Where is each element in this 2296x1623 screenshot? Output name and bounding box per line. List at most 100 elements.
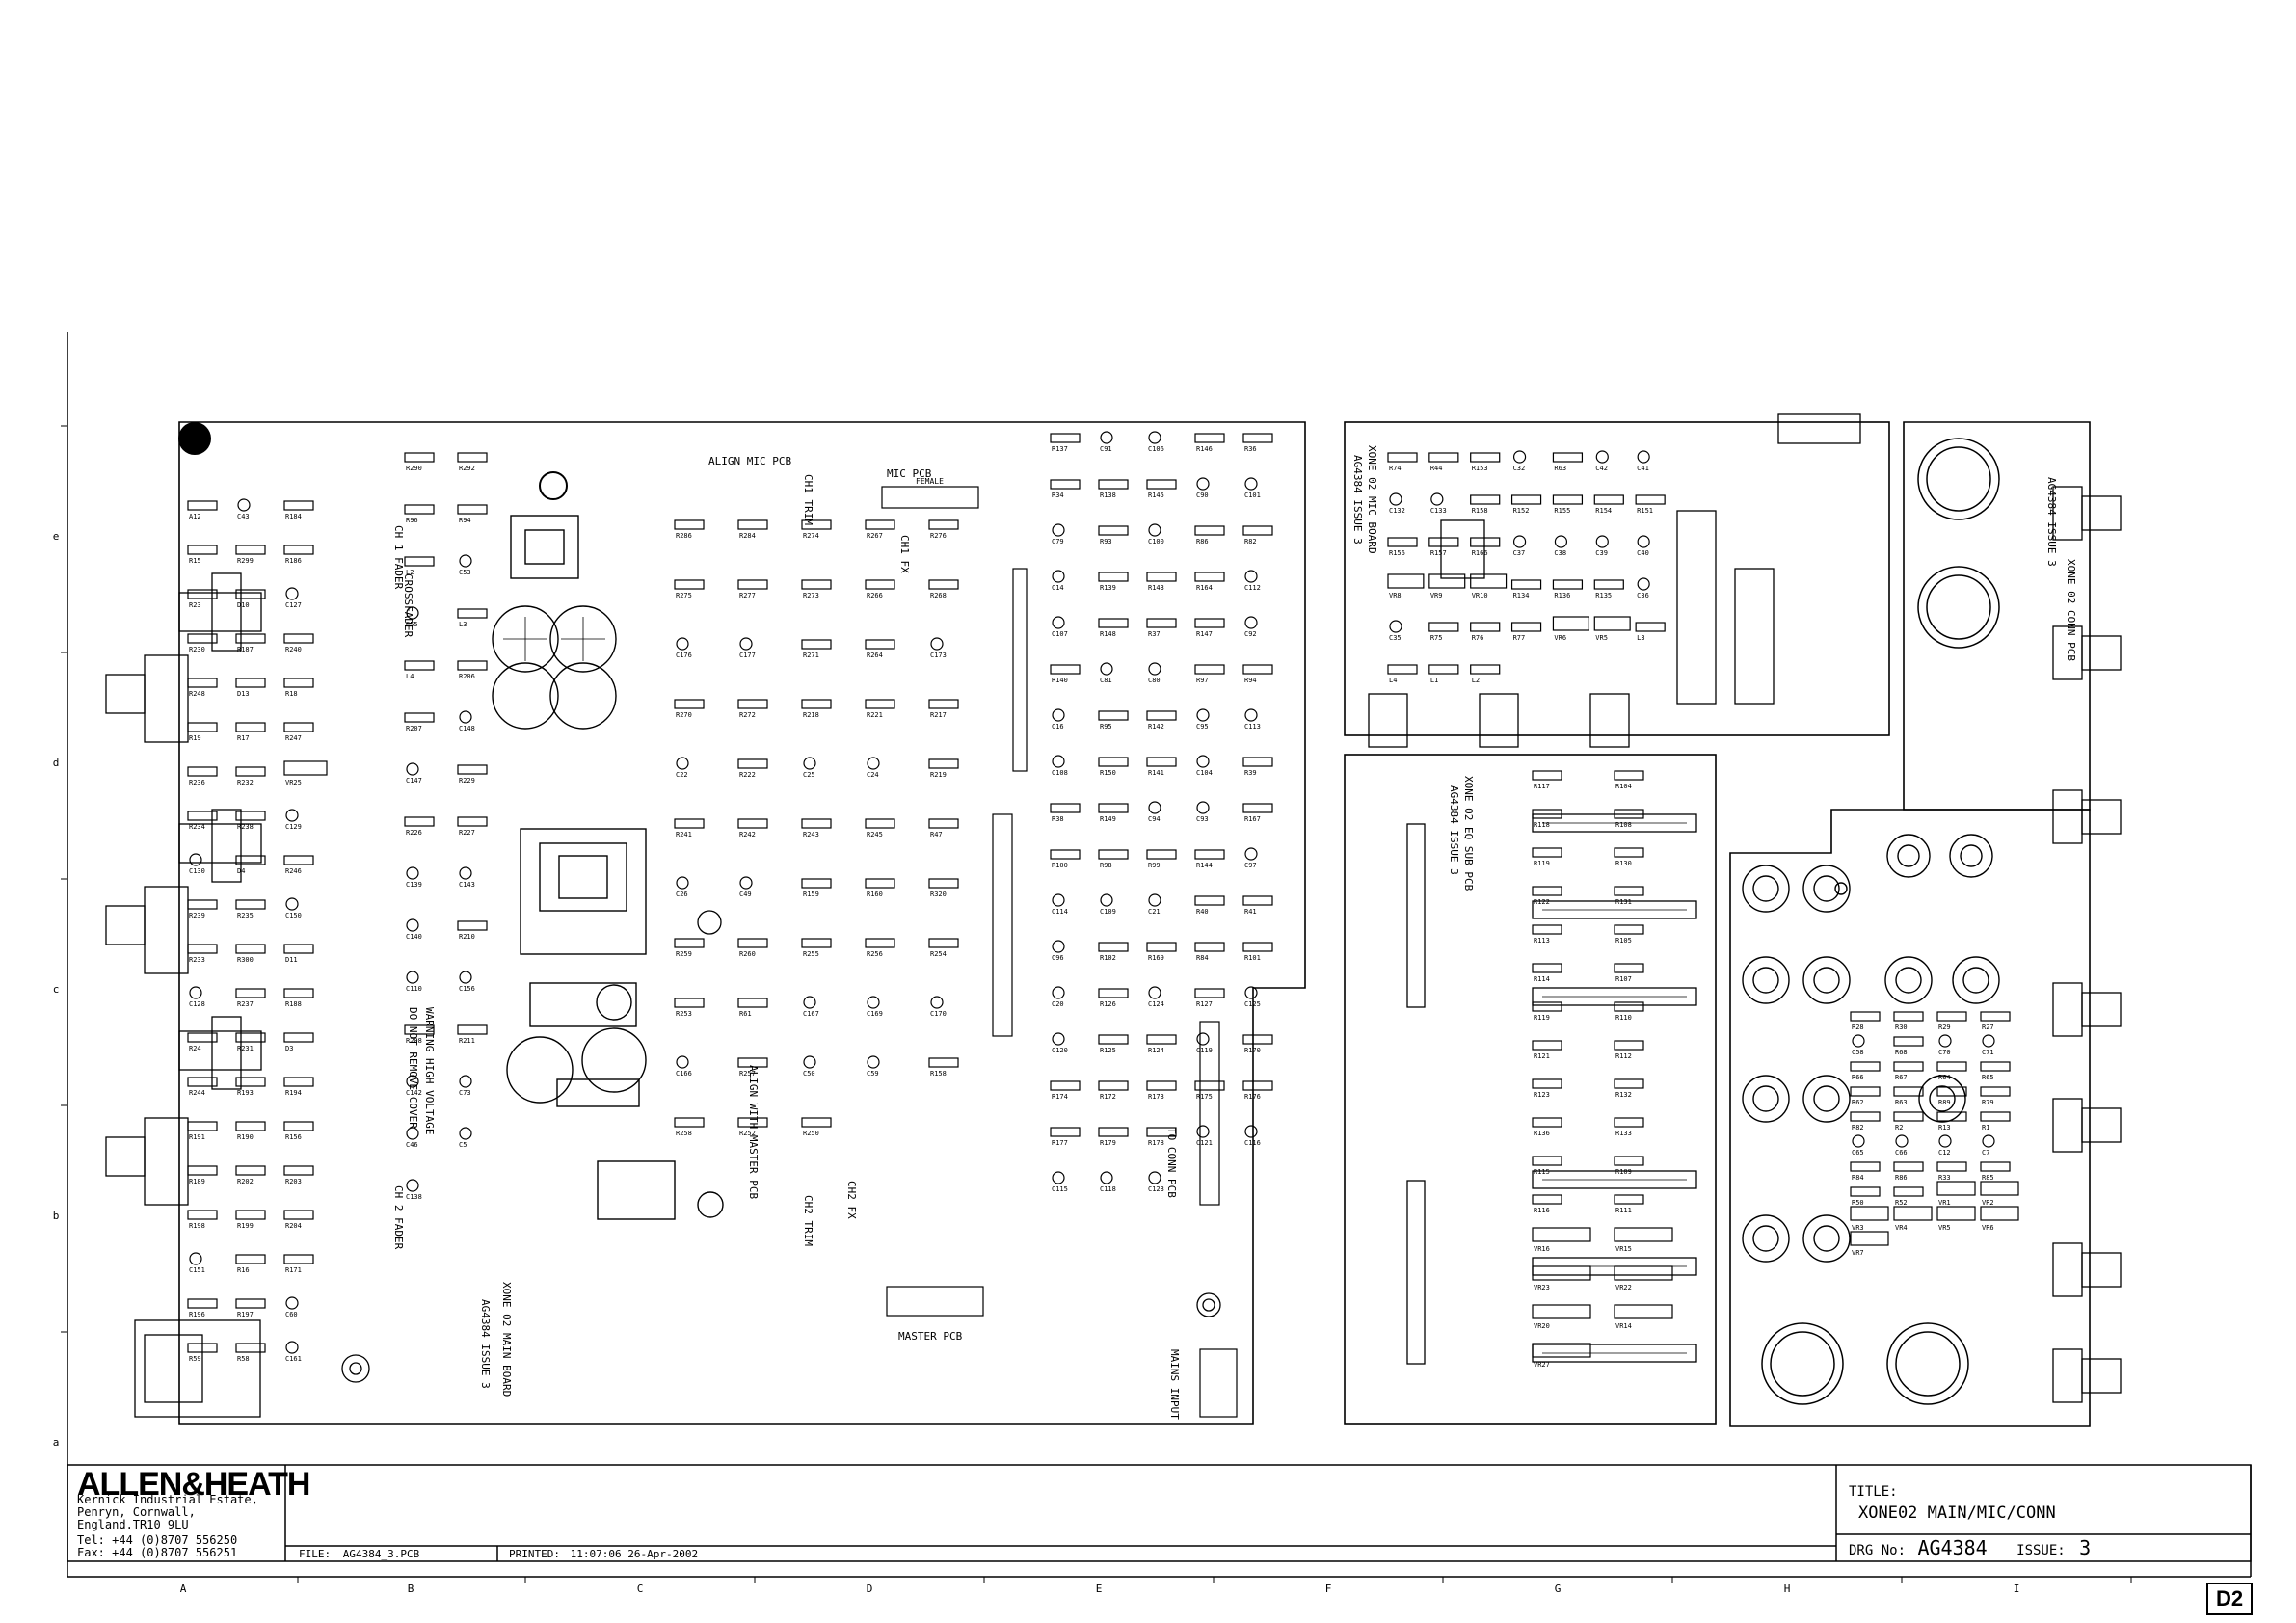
refdes: R240	[285, 646, 302, 653]
component-r94: R94	[457, 504, 488, 524]
component-c169: C169	[867, 996, 883, 1018]
component-r125: R125	[1098, 1034, 1129, 1054]
component-r119: R119	[1532, 1001, 1562, 1022]
component-r15: R15	[187, 545, 218, 565]
mic-board-outline	[1344, 421, 1890, 736]
component-r211: R211	[457, 1024, 488, 1045]
component-c91: C91	[1100, 431, 1113, 453]
refdes: L2	[1472, 677, 1480, 684]
refdes: A12	[189, 513, 201, 520]
component-r86: R86	[1893, 1161, 1924, 1182]
component-r94: R94	[1242, 664, 1273, 684]
component-r114: R114	[1532, 963, 1562, 983]
refdes: C124	[1148, 1000, 1164, 1008]
fader-slot	[1532, 900, 1697, 919]
refdes: R276	[930, 532, 947, 540]
component-r267: R267	[865, 519, 895, 540]
component-r121: R121	[1532, 1040, 1562, 1060]
component-r19: R19	[187, 722, 218, 742]
component-r222: R222	[737, 758, 768, 779]
column-letter: C	[637, 1583, 644, 1595]
component-r277: R277	[737, 579, 768, 599]
component-r208: R208	[404, 1024, 435, 1045]
component-vr22: VR22	[1614, 1265, 1673, 1291]
component-r229: R229	[457, 764, 488, 785]
component-r217: R217	[928, 699, 959, 719]
component-c127: C127	[285, 587, 302, 609]
refdes: R125	[1100, 1047, 1116, 1054]
refdes: C35	[1389, 634, 1402, 642]
component-c41: C41	[1637, 450, 1650, 472]
component-r248: R248	[187, 678, 218, 698]
refdes: C21	[1148, 908, 1161, 916]
refdes: C109	[1100, 908, 1116, 916]
refdes: R104	[1615, 783, 1632, 790]
component-c123: C123	[1148, 1171, 1164, 1193]
component-r107: R107	[1614, 963, 1644, 983]
component-r227: R227	[457, 816, 488, 837]
component-c113: C113	[1244, 708, 1261, 731]
refdes: R300	[237, 956, 254, 964]
column-letter: I	[2014, 1583, 2020, 1595]
component-r16: R16	[235, 1254, 266, 1274]
component-c35: C35	[1389, 620, 1402, 642]
refdes: C100	[1148, 538, 1164, 545]
power-section	[492, 515, 724, 1220]
refdes: C132	[1389, 507, 1405, 515]
refdes: C166	[676, 1070, 692, 1078]
column-letter: A	[180, 1583, 187, 1595]
column-letter: D	[867, 1583, 873, 1595]
refdes: C92	[1244, 630, 1257, 638]
refdes: R247	[285, 734, 302, 742]
component-r112: R112	[1614, 1040, 1644, 1060]
component-c114: C114	[1052, 893, 1068, 916]
refdes: C79	[1052, 538, 1064, 545]
component-r150: R150	[1098, 757, 1129, 777]
refdes: C127	[285, 601, 302, 609]
refdes: R250	[803, 1130, 819, 1137]
component-c161: C161	[285, 1341, 302, 1363]
refdes: R109	[1615, 1168, 1632, 1176]
refdes: R139	[1100, 584, 1116, 592]
refdes: R284	[739, 532, 756, 540]
refdes: C112	[1244, 584, 1261, 592]
refdes: C90	[1196, 492, 1209, 499]
component-r108: R108	[1614, 809, 1644, 829]
refdes: R166	[1472, 549, 1488, 557]
refdes: R64	[1938, 1074, 1951, 1081]
component-r105: R105	[1614, 924, 1644, 945]
component-r164: R164	[1194, 572, 1225, 592]
component-r65: R65	[1980, 1061, 2011, 1081]
refdes: D11	[285, 956, 298, 964]
border-ticks	[61, 425, 2132, 1583]
refdes: R164	[1196, 584, 1213, 592]
refdes: R84	[1196, 954, 1209, 962]
refdes: R18	[285, 690, 298, 698]
component-r188: R188	[283, 988, 314, 1008]
component-c59: C59	[867, 1055, 880, 1078]
refdes: C43	[237, 513, 250, 520]
component-r29: R29	[1936, 1011, 1967, 1031]
refdes: R141	[1148, 769, 1164, 777]
component-r219: R219	[928, 758, 959, 779]
component-c173: C173	[930, 637, 947, 659]
component-c81: C81	[1100, 662, 1113, 684]
refdes: R268	[930, 592, 947, 599]
note-align-mic: ALIGN MIC PCB	[708, 455, 791, 467]
refdes: C40	[1637, 549, 1649, 557]
component-r58: R58	[235, 1343, 266, 1363]
crossfader-slot	[1406, 823, 1426, 1008]
refdes: C120	[1052, 1047, 1068, 1054]
refdes: R115	[1534, 1168, 1550, 1176]
drawing-title: XONE02 MAIN/MIC/CONN	[1858, 1503, 2056, 1523]
refdes: C156	[459, 985, 475, 993]
fader-slot	[1532, 987, 1697, 1006]
refdes: C139	[406, 881, 422, 889]
refdes: R254	[930, 950, 947, 958]
refdes: R99	[1148, 862, 1161, 869]
component-r255: R255	[801, 938, 832, 958]
label-ch1-trim: CH1 TRIM	[802, 474, 814, 525]
refdes: R137	[1052, 445, 1068, 453]
component-r76: R76	[1470, 622, 1501, 642]
